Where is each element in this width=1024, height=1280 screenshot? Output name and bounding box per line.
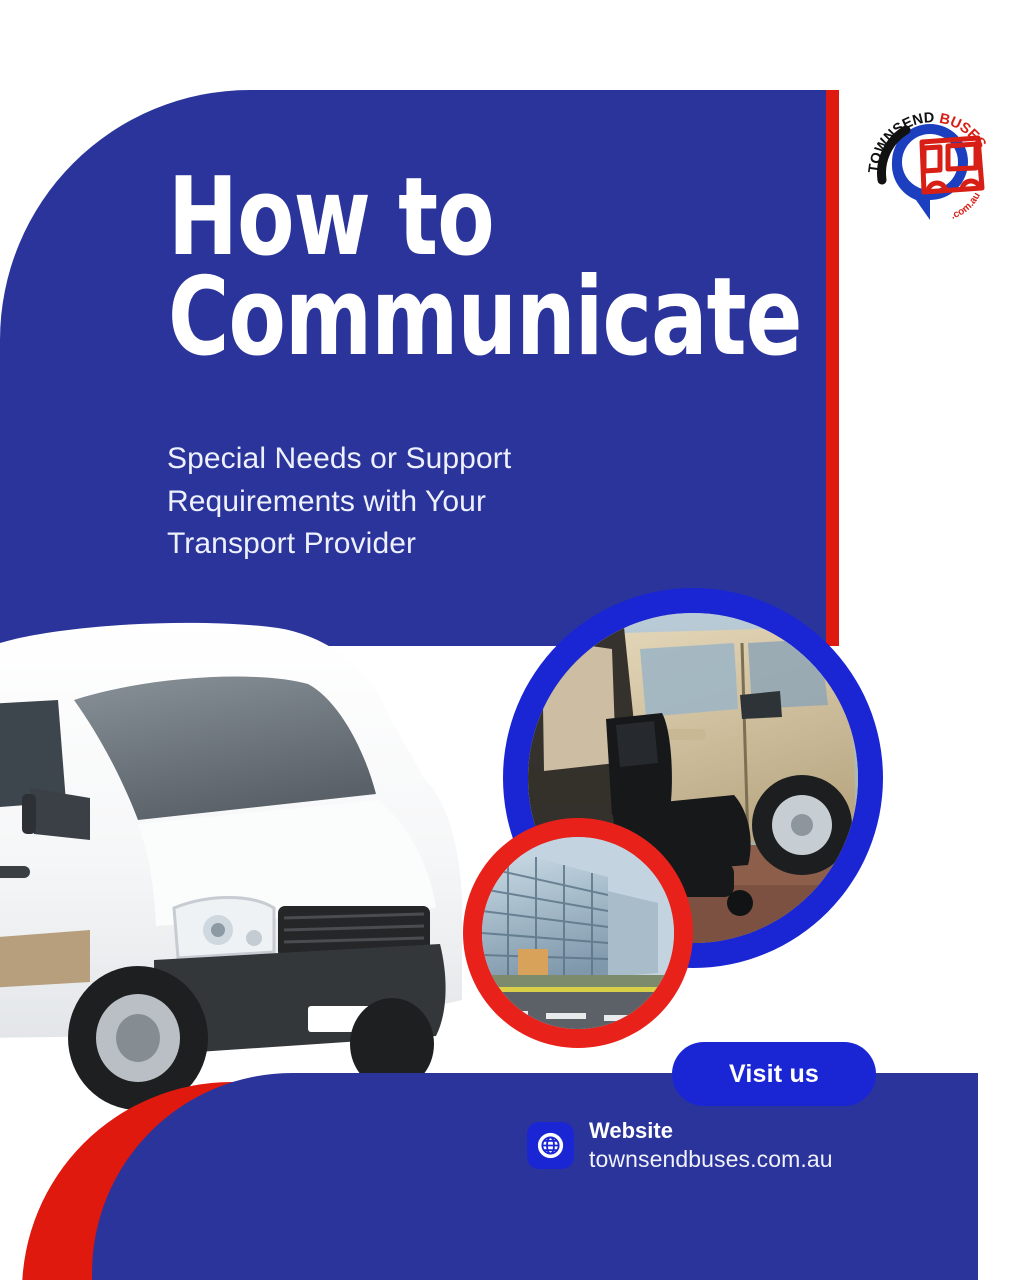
- website-contact-row[interactable]: Website townsendbuses.com.au: [527, 1118, 833, 1174]
- svg-text:.com.au: .com.au: [950, 191, 983, 222]
- globe-icon: [527, 1122, 574, 1170]
- townsend-buses-logo[interactable]: TOWNSEND BUSES .com.au: [862, 96, 998, 232]
- top-navy-panel: [0, 90, 826, 646]
- website-url[interactable]: townsendbuses.com.au: [589, 1145, 833, 1172]
- visit-us-button[interactable]: Visit us: [672, 1042, 876, 1106]
- page-subtitle: Special Needs or Support Requirements wi…: [167, 442, 512, 561]
- page-title: How to Communicate: [168, 155, 802, 381]
- website-label: Website: [589, 1118, 673, 1143]
- photo-circle-office-building: [463, 818, 693, 1048]
- van-photo: [0, 608, 518, 1120]
- bottom-navy-panel: [92, 1073, 978, 1280]
- website-text-block: Website townsendbuses.com.au: [589, 1118, 833, 1174]
- top-red-accent-stripe: [826, 90, 839, 646]
